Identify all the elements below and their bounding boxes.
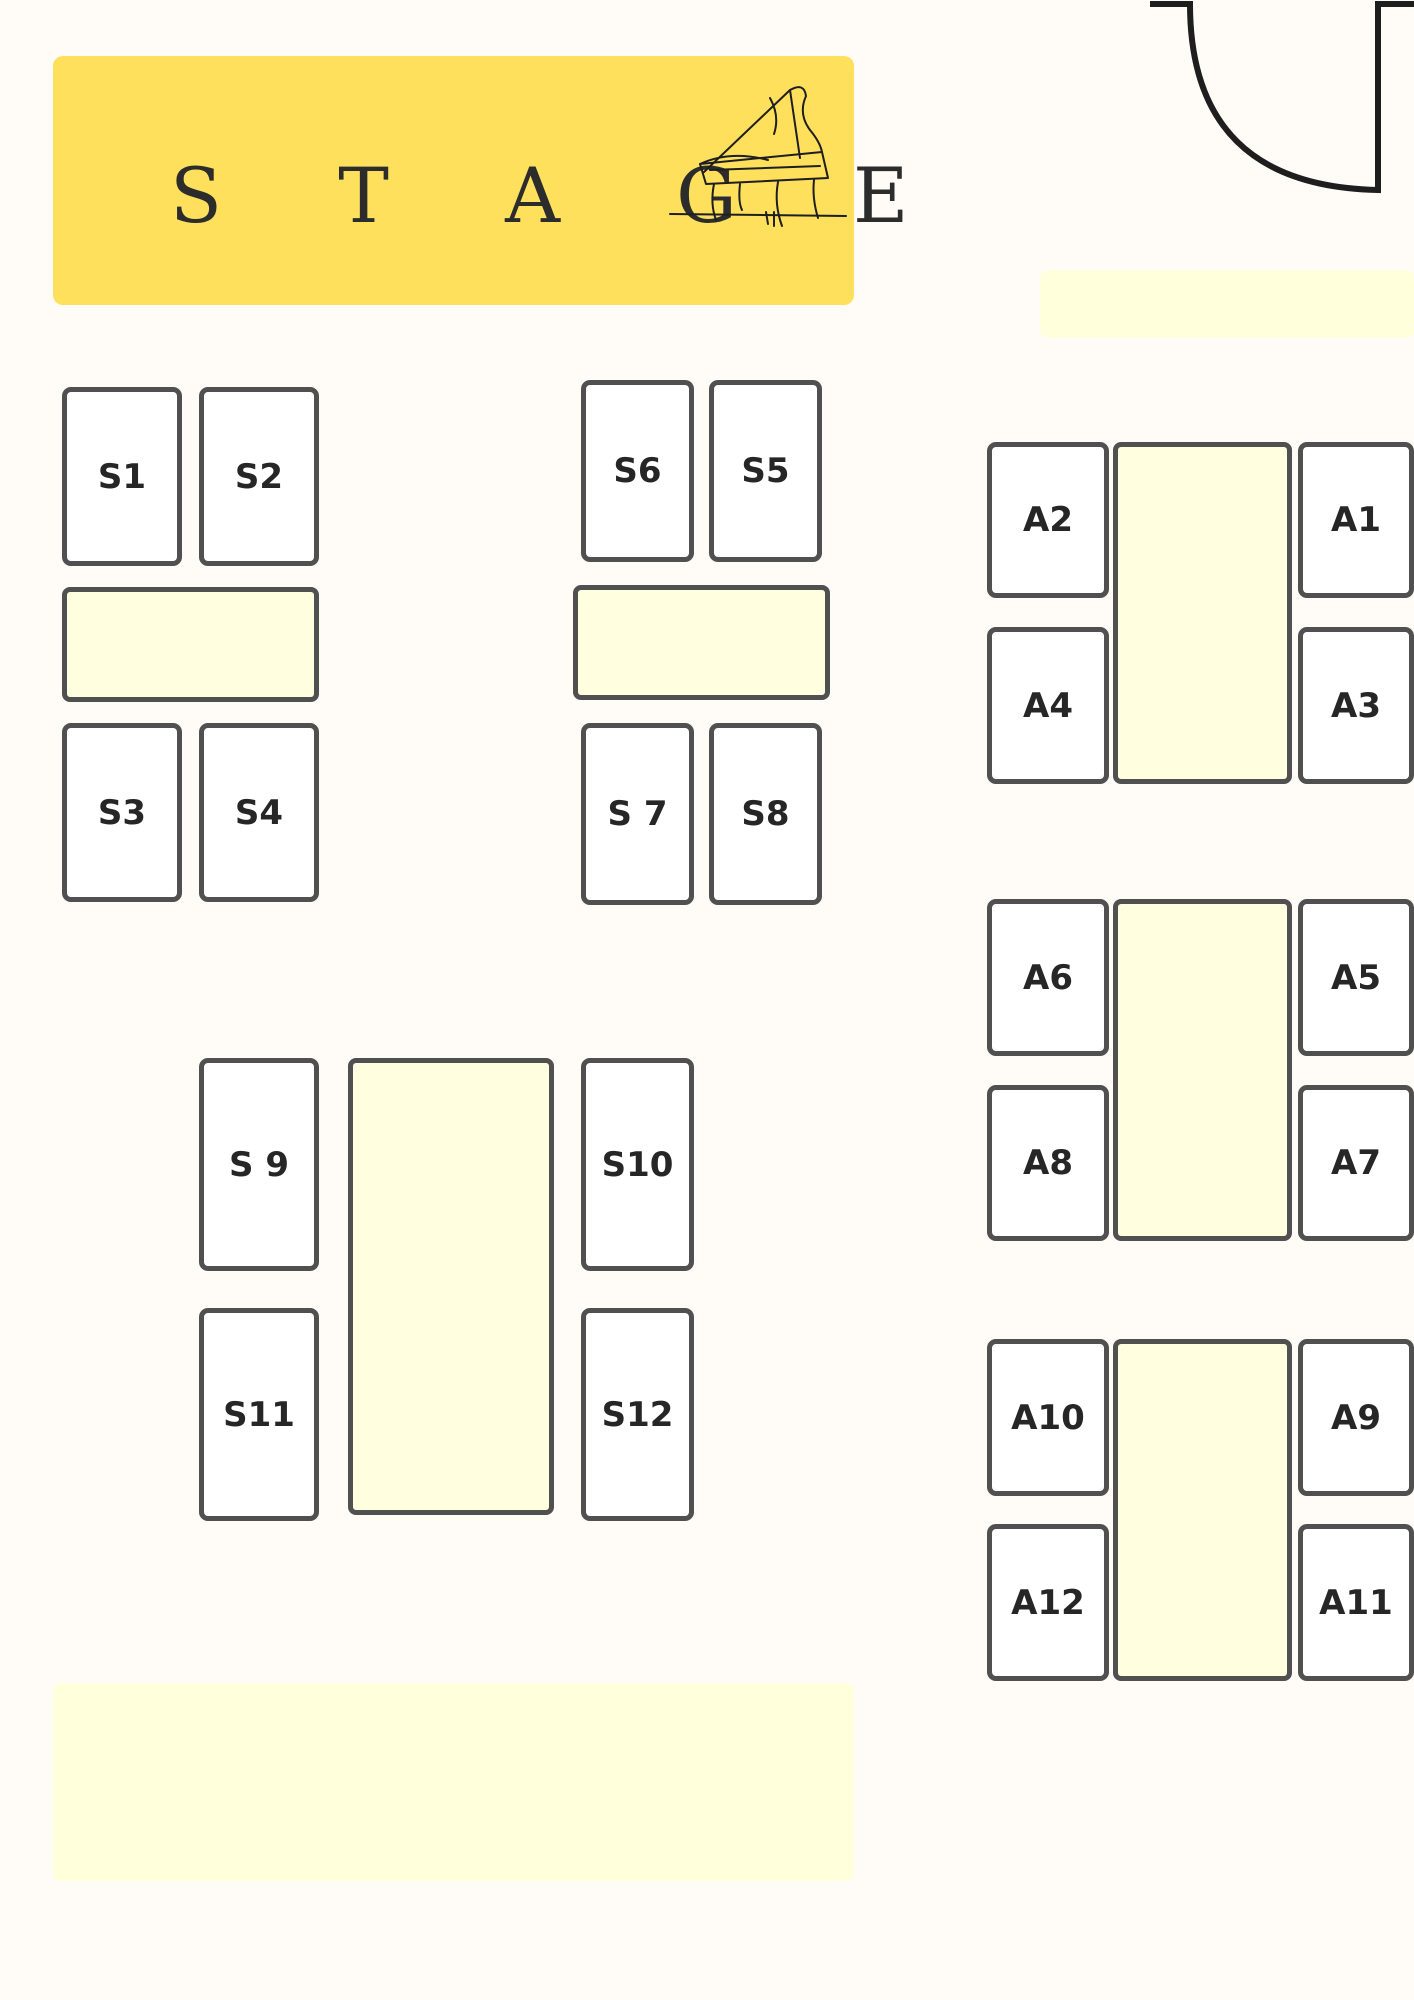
- seat-a12[interactable]: A12: [987, 1524, 1109, 1681]
- seat-s9[interactable]: S 9: [199, 1058, 319, 1271]
- seat-a11[interactable]: A11: [1298, 1524, 1414, 1681]
- table-a9-a12: [1113, 1339, 1292, 1681]
- seat-a8[interactable]: A8: [987, 1085, 1109, 1241]
- seat-a10[interactable]: A10: [987, 1339, 1109, 1496]
- seat-s8[interactable]: S8: [709, 723, 822, 905]
- table-s5-s8: [573, 585, 830, 700]
- seat-a1[interactable]: A1: [1298, 442, 1414, 598]
- table-a5-a8: [1113, 899, 1292, 1241]
- seat-s5[interactable]: S5: [709, 380, 822, 562]
- seat-s12[interactable]: S12: [581, 1308, 694, 1521]
- entrance-strip: [1040, 270, 1414, 338]
- seat-s2[interactable]: S2: [199, 387, 319, 566]
- door-arc: [1150, 1, 1414, 194]
- seat-s7[interactable]: S 7: [581, 723, 694, 905]
- seat-s6[interactable]: S6: [581, 380, 694, 562]
- bottom-area: [53, 1683, 854, 1881]
- seat-s10[interactable]: S10: [581, 1058, 694, 1271]
- grand-piano-icon: [669, 86, 847, 227]
- seat-s3[interactable]: S3: [62, 723, 182, 902]
- seat-a3[interactable]: A3: [1298, 627, 1414, 784]
- stage-label: S T A G E: [170, 151, 955, 240]
- seat-a7[interactable]: A7: [1298, 1085, 1414, 1241]
- table-s1-s4: [62, 587, 319, 702]
- table-s9-s12: [348, 1058, 554, 1515]
- seat-a2[interactable]: A2: [987, 442, 1109, 598]
- seat-s4[interactable]: S4: [199, 723, 319, 902]
- seat-a6[interactable]: A6: [987, 899, 1109, 1056]
- seat-a5[interactable]: A5: [1298, 899, 1414, 1056]
- seat-a4[interactable]: A4: [987, 627, 1109, 784]
- table-a1-a4: [1113, 442, 1292, 784]
- seat-s1[interactable]: S1: [62, 387, 182, 566]
- seat-a9[interactable]: A9: [1298, 1339, 1414, 1496]
- stage-area: [53, 56, 854, 305]
- seat-s11[interactable]: S11: [199, 1308, 319, 1521]
